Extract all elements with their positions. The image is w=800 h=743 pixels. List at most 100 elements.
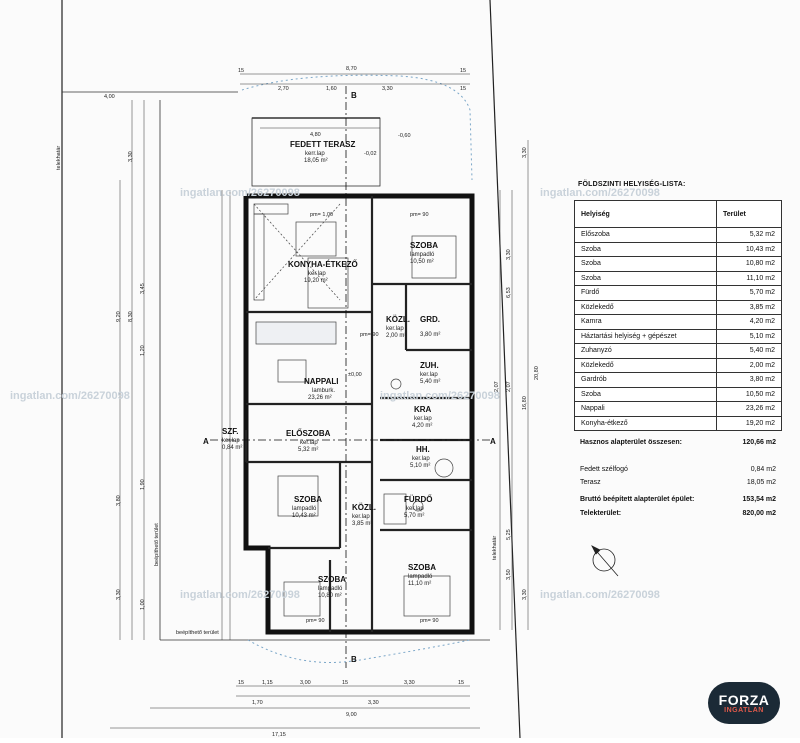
buildable-label: beépíthető terület (176, 630, 219, 636)
room-name: KONYHA-ÉTKEZŐ (288, 260, 358, 269)
level-label: -0,60 (398, 133, 411, 139)
dim-label: 3,45 (140, 283, 146, 294)
dim-label: 15 (238, 680, 244, 686)
column-header-room: Helyiség (574, 200, 717, 228)
room-floor: ker.lap (222, 438, 240, 444)
dim-label: 3,80 (116, 495, 122, 506)
forza-logo: FORZA INGATLAN (708, 682, 780, 724)
room-floor: ker.lap (412, 456, 430, 462)
dim-label: 17,15 (272, 732, 286, 738)
kitchen-furniture (253, 203, 349, 309)
room-label: ELŐSZOBA ker.lap 5,32 m² (286, 429, 331, 453)
room-name: FÜRDŐ (404, 495, 432, 504)
room-area: 3,85 m² (352, 521, 372, 527)
terrace-row: Terasz 18,05 m2 (580, 479, 776, 486)
area-cell: 23,26 m2 (716, 401, 782, 417)
dim-label: 2,70 (278, 86, 289, 92)
room-label: SZOBA lampadló 10,50 m² (410, 241, 438, 265)
room-label: SZOBA lampadló 10,43 m² (292, 495, 322, 519)
area-cell: 5,10 m2 (716, 328, 782, 344)
dim-label: 3,30 (116, 589, 122, 600)
dim-label: 15 (458, 680, 464, 686)
side-labels: beépíthető terület beépíthető terület te… (56, 146, 498, 636)
left-dimension-labels: 9,20 3,30 3,45 8,30 1,20 3,80 1,90 3,30 … (116, 151, 146, 610)
room-cell: Szoba (574, 270, 717, 286)
top-dimension-labels: 15 8,70 15 2,70 1,60 3,30 15 4,80 4,00 (104, 66, 466, 138)
area-cell: 5,32 m2 (716, 227, 782, 243)
room-labels: FEDETT TERASZ kerr.lap 18,05 m² KONYHA-É… (222, 140, 440, 599)
gross-area-row: Bruttó beépített alapterület épület: 153… (580, 496, 776, 503)
windbreak-row: Fedett szélfogó 0,84 m2 (580, 466, 776, 473)
room-area: 5,40 m² (420, 379, 440, 385)
room-cell: Konyha-étkező (574, 415, 717, 431)
room-label: KONYHA-ÉTKEZŐ ker.lap 19,20 m² (288, 260, 358, 284)
dim-label: 3,50 (506, 569, 512, 580)
dim-label: 15 (238, 68, 244, 74)
dim-label: 2,07 (494, 381, 500, 392)
room-label: ZUH. ker.lap 5,40 m² (420, 361, 440, 385)
room-area: 5,70 m² (404, 513, 424, 519)
section-mark: A (203, 437, 209, 446)
room-floor: lampadló (410, 252, 435, 258)
room-floor: ker.lap (420, 372, 438, 378)
room-cell: Zuhanyzó (574, 343, 717, 359)
dim-label: 1,00 (140, 599, 146, 610)
terrace-value: 18,05 m2 (746, 479, 776, 486)
plot-area-row: Telekterület: 820,00 m2 (580, 510, 776, 517)
plot-area-value: 820,00 m2 (742, 510, 776, 517)
room-cell: Szoba (574, 386, 717, 402)
room-cell: Nappali (574, 401, 717, 417)
dim-label: 5,25 (506, 529, 512, 540)
dim-label: 3,30 (404, 680, 415, 686)
room-floor: ker.lap (406, 506, 424, 512)
pm-label: pm= 90 (410, 212, 429, 218)
area-cell: 19,20 m2 (716, 415, 782, 431)
room-floor: lampadló (292, 506, 317, 512)
room-area: 10,50 m² (410, 259, 434, 265)
table-header-row: Helyiség Terület (574, 200, 782, 228)
room-cell: Közlekedő (574, 299, 717, 315)
room-area: 5,10 m² (410, 463, 430, 469)
plot-line-label: telekhatár (56, 146, 62, 170)
room-label: SZOBA lampadló 11,10 m² (408, 563, 436, 587)
plot-area-label: Telekterület: (580, 510, 622, 517)
room-floor: ker.lap (414, 416, 432, 422)
area-cell: 4,20 m2 (716, 314, 782, 330)
gross-area-value: 153,54 m2 (742, 496, 776, 503)
dim-label: 8,70 (346, 66, 357, 72)
logo-sub-text: INGATLAN (724, 706, 764, 714)
room-area: 19,20 m² (304, 278, 328, 284)
area-cell: 3,85 m2 (716, 299, 782, 315)
room-label: SZOBA lampadló 10,80 m² (318, 575, 346, 599)
room-name: SZOBA (294, 495, 322, 504)
room-cell: Háztartási helyiség + gépészet (574, 328, 717, 344)
dim-label: 15 (460, 68, 466, 74)
room-cell: Szoba (574, 256, 717, 272)
room-area: 23,26 m² (308, 395, 332, 401)
area-list-title: FÖLDSZINTI HELYISÉG-LISTA: (578, 181, 686, 188)
logo-main-text: FORZA (718, 691, 770, 708)
area-cell: 3,80 m2 (716, 372, 782, 388)
area-cell: 10,50 m2 (716, 386, 782, 402)
room-name: SZF. (222, 427, 238, 436)
room-label: NAPPALI lamburk. 23,26 m² (304, 377, 339, 401)
room-name: ZUH. (420, 361, 439, 370)
bathroom-fixtures (383, 378, 454, 525)
windbreak-label: Fedett szélfogó (580, 466, 628, 473)
section-mark: A (490, 437, 496, 446)
room-name: FEDETT TERASZ (290, 140, 355, 149)
dim-label: 3,00 (300, 680, 311, 686)
dim-label: 1,70 (252, 700, 263, 706)
dim-label: 1,90 (140, 479, 146, 490)
room-area: 3,80 m² (420, 332, 440, 338)
bottom-dimension-labels: 15 1,15 3,00 15 3,30 15 1,70 3,30 9,00 1… (238, 680, 464, 738)
room-name: KRA (414, 405, 432, 414)
dim-label: 16,80 (522, 396, 528, 410)
dim-label: 1,20 (140, 345, 146, 356)
